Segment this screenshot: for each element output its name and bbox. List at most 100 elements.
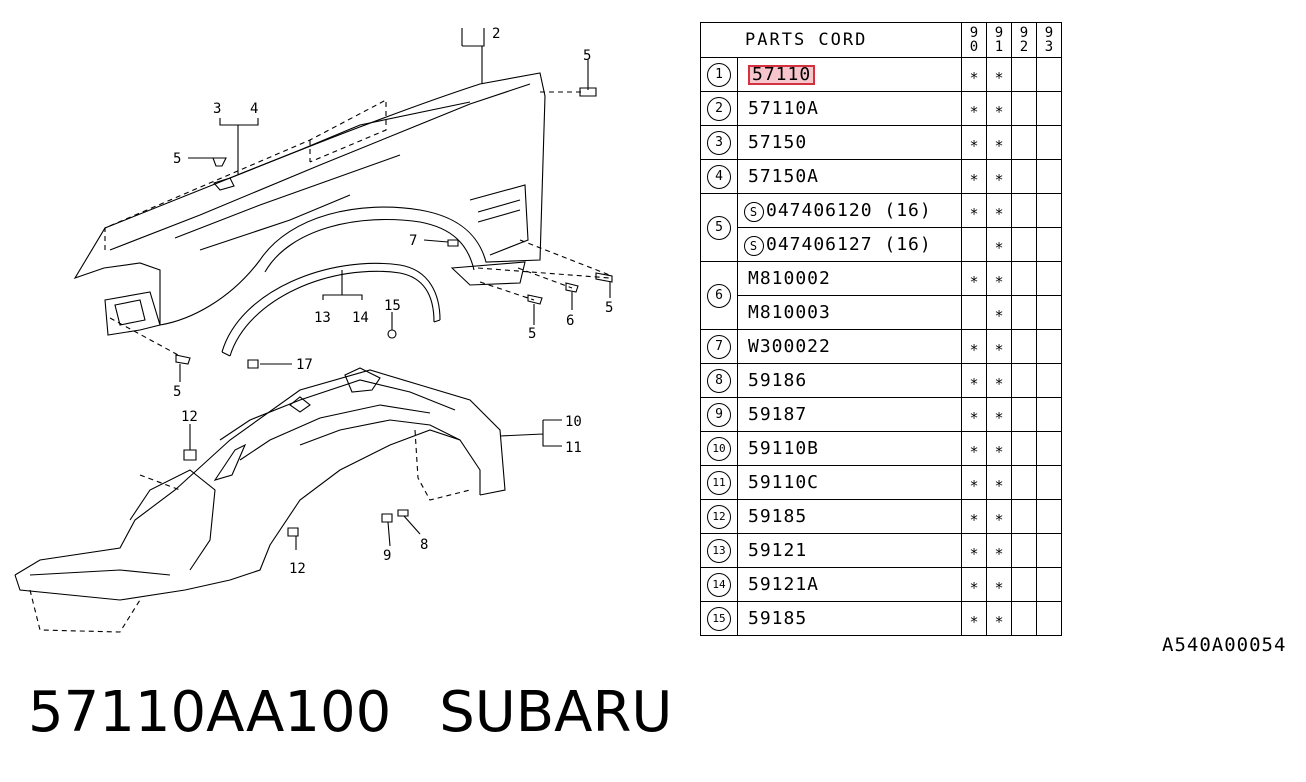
part-code-cell: 59110B — [737, 431, 962, 466]
part-code-cell: 59121A — [737, 567, 962, 602]
year-mark-cell — [1011, 91, 1037, 126]
year-mark-cell — [1011, 227, 1037, 262]
front-fender-drawing — [73, 72, 546, 336]
year-mark-cell — [961, 227, 987, 262]
ref-number-circle: 4 — [707, 164, 731, 189]
callout-14: 14 — [352, 310, 369, 326]
year-mark-cell: ∗ — [961, 431, 987, 466]
year-mark-cell: ∗ — [986, 465, 1012, 500]
year-mark-cell: ∗ — [986, 397, 1012, 432]
part-code: 59121 — [748, 540, 808, 561]
year-mark-cell — [1036, 533, 1062, 568]
year-mark-cell: ∗ — [961, 261, 987, 296]
year-mark-cell — [1011, 329, 1037, 364]
standard-part-icon: S — [744, 201, 764, 222]
year-mark-cell — [1036, 397, 1062, 432]
year-mark-cell — [1036, 465, 1062, 500]
year-mark-cell: ∗ — [986, 261, 1012, 296]
ref-number-cell: 8 — [700, 363, 738, 398]
ref-number-circle: 14 — [707, 572, 731, 597]
part-code: W300022 — [748, 336, 831, 357]
part-code: M810003 — [748, 302, 831, 323]
year-mark-cell — [1036, 91, 1062, 126]
ref-number-cell: 5 — [700, 193, 738, 262]
year-mark-cell: ∗ — [961, 363, 987, 398]
part-code: 047406127 (16) — [766, 233, 932, 255]
year-mark-cell: ∗ — [961, 499, 987, 534]
year-mark-cell: ∗ — [986, 91, 1012, 126]
year-mark-cell — [1036, 363, 1062, 398]
part-code-cell: 59185 — [737, 499, 962, 534]
ref-number-circle: 2 — [707, 96, 731, 121]
callout-6: 6 — [566, 313, 574, 329]
year-mark-cell — [1036, 125, 1062, 160]
ref-number-circle: 9 — [707, 402, 731, 427]
year-mark-cell — [1011, 57, 1037, 92]
ref-number-circle: 7 — [707, 334, 731, 359]
year-mark-cell: ∗ — [961, 567, 987, 602]
callout-8: 8 — [420, 537, 428, 553]
table-row: M810003 ∗ — [701, 295, 1062, 330]
year-mark-cell: ∗ — [986, 125, 1012, 160]
year-mark-cell — [1011, 567, 1037, 602]
part-code: 047406120 (16) — [766, 199, 932, 221]
ref-number-circle: 6 — [707, 283, 731, 308]
year-mark-cell — [1036, 601, 1062, 636]
ref-number-circle: 5 — [707, 215, 731, 240]
highlighted-part-code: 57110 — [748, 65, 816, 85]
part-code-cell: 59185 — [737, 601, 962, 636]
mud-guard-drawing — [14, 367, 506, 633]
year-mark-cell — [1036, 227, 1062, 262]
callout-12-upper: 12 — [181, 409, 198, 425]
diagram-reference-code: A540A00054 — [1162, 634, 1287, 656]
year-mark-cell — [1011, 261, 1037, 296]
callout-3: 3 — [213, 101, 221, 117]
ref-number-circle: 3 — [707, 130, 731, 155]
table-row: 7 W300022 ∗∗ — [700, 329, 1062, 364]
ref-number-cell: 2 — [700, 91, 738, 126]
year-mark-cell: ∗ — [986, 227, 1012, 262]
year-mark-cell: ∗ — [986, 363, 1012, 398]
year-mark-cell — [1036, 567, 1062, 602]
year-mark-cell: ∗ — [961, 397, 987, 432]
part-code-cell: 59186 — [737, 363, 962, 398]
year-mark-cell: ∗ — [986, 567, 1012, 602]
callout-2: 2 — [492, 26, 500, 42]
callout-9: 9 — [383, 548, 391, 564]
callout-12-lower: 12 — [289, 561, 306, 577]
year-mark-cell — [961, 295, 987, 330]
year-mark-cell — [1011, 193, 1037, 228]
year-mark-cell: ∗ — [961, 465, 987, 500]
year-mark-cell — [1011, 397, 1037, 432]
part-code: 57110A — [748, 98, 820, 119]
year-mark-cell — [1011, 159, 1037, 194]
ref-number-circle: 8 — [707, 368, 731, 393]
year-mark-cell: ∗ — [961, 193, 987, 228]
ref-number-cell: 7 — [700, 329, 738, 364]
year-mark-cell — [1011, 295, 1037, 330]
year-mark-cell — [1011, 499, 1037, 534]
year-mark-cell — [1011, 533, 1037, 568]
ref-number-cell: 14 — [700, 567, 738, 602]
year-mark-cell — [1036, 329, 1062, 364]
year-mark-cell: ∗ — [961, 57, 987, 92]
ref-number-circle: 11 — [707, 470, 731, 495]
part-code-cell: M810002 — [737, 261, 962, 296]
callout-7: 7 — [409, 233, 417, 249]
year-mark-cell: ∗ — [961, 329, 987, 364]
year-mark-cell: ∗ — [986, 295, 1012, 330]
parts-cord-header: PARTS CORD — [700, 22, 962, 58]
part-code-cell: 59110C — [737, 465, 962, 500]
year-mark-cell: ∗ — [986, 329, 1012, 364]
fasteners — [175, 87, 613, 537]
part-code: 57150A — [748, 166, 820, 187]
